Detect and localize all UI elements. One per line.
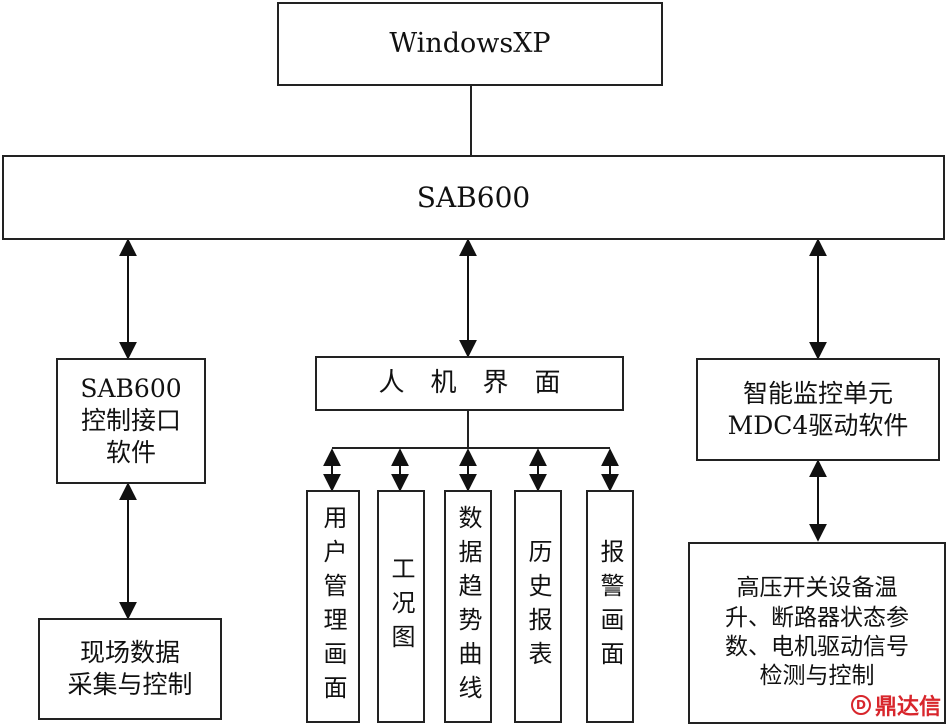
condition-label: 工况图 bbox=[387, 555, 415, 658]
sab600-box: SAB600 bbox=[2, 155, 945, 240]
trend-box: 数据趋势曲线 bbox=[444, 490, 492, 723]
interface-software-box: SAB600 控制接口 软件 bbox=[56, 358, 206, 484]
history-label: 历史报表 bbox=[524, 538, 552, 675]
watermark-logo: D 鼎达信 bbox=[850, 689, 941, 721]
monitor-unit-box: 智能监控单元 MDC4驱动软件 bbox=[696, 358, 940, 461]
field-data-box: 现场数据 采集与控制 bbox=[38, 618, 222, 720]
sab600-label: SAB600 bbox=[416, 180, 531, 214]
watermark-text: 鼎达信 bbox=[874, 695, 941, 720]
logo-icon: D bbox=[850, 695, 871, 715]
history-box: 历史报表 bbox=[514, 490, 562, 723]
hv-switchgear-box: 高压开关设备温 升、断路器状态参 数、电机驱动信号 检测与控制 bbox=[688, 542, 946, 724]
user-mgmt-box: 用户管理画面 bbox=[306, 490, 360, 723]
condition-box: 工况图 bbox=[377, 490, 425, 723]
interface-software-label: SAB600 控制接口 软件 bbox=[80, 374, 182, 467]
alarm-box: 报警画面 bbox=[586, 490, 634, 723]
hmi-box: 人 机 界 面 bbox=[315, 356, 624, 411]
windowsxp-box: WindowsXP bbox=[277, 2, 663, 86]
user-mgmt-label: 用户管理画面 bbox=[319, 504, 347, 709]
monitor-unit-label: 智能监控单元 MDC4驱动软件 bbox=[727, 378, 909, 440]
alarm-label: 报警画面 bbox=[596, 538, 624, 675]
hv-switchgear-label: 高压开关设备温 升、断路器状态参 数、电机驱动信号 检测与控制 bbox=[725, 575, 909, 690]
hmi-label: 人 机 界 面 bbox=[378, 367, 561, 398]
trend-label: 数据趋势曲线 bbox=[454, 504, 482, 709]
windowsxp-label: WindowsXP bbox=[389, 27, 551, 59]
field-data-label: 现场数据 采集与控制 bbox=[67, 638, 193, 699]
